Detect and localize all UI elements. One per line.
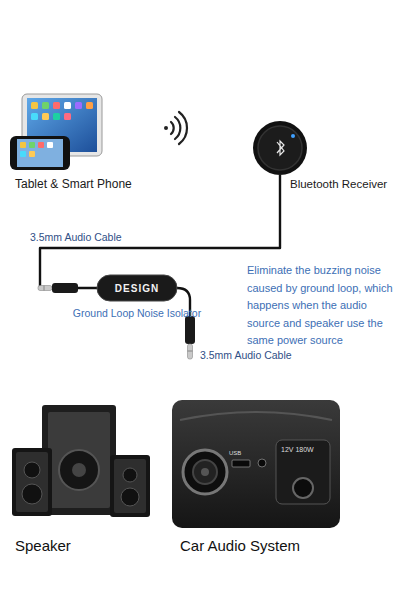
phone-illustration xyxy=(10,136,70,170)
noise-isolator: DESIGNGround Loop Noise Isolator xyxy=(97,275,177,301)
speaker-illustration xyxy=(12,405,150,517)
device-label: Ground Loop Noise Isolator xyxy=(73,307,201,319)
socket-marking: 12V 180W xyxy=(281,446,314,453)
device-caption: Tablet & Smart Phone xyxy=(15,177,132,191)
car-socket-illustration xyxy=(172,400,340,528)
bluetooth-receiver: Bluetooth Receiver xyxy=(253,121,307,175)
device-label: Bluetooth Receiver xyxy=(290,178,387,190)
cable-label: 3.5mm Audio Cable xyxy=(200,349,292,361)
socket-marking: USB xyxy=(229,450,241,456)
audio-plug xyxy=(38,283,78,293)
wireless-symbol xyxy=(164,112,187,144)
brand-mark: DESIGN xyxy=(115,283,159,294)
cable-label: 3.5mm Audio Cable xyxy=(28,231,124,243)
device-caption: Car Audio System xyxy=(180,537,300,554)
output-cable xyxy=(177,288,195,359)
bluetooth-receiver-shape xyxy=(253,121,307,175)
note-text: Eliminate the buzzing noise caused by gr… xyxy=(247,262,397,350)
device-caption: Speaker xyxy=(15,537,71,554)
